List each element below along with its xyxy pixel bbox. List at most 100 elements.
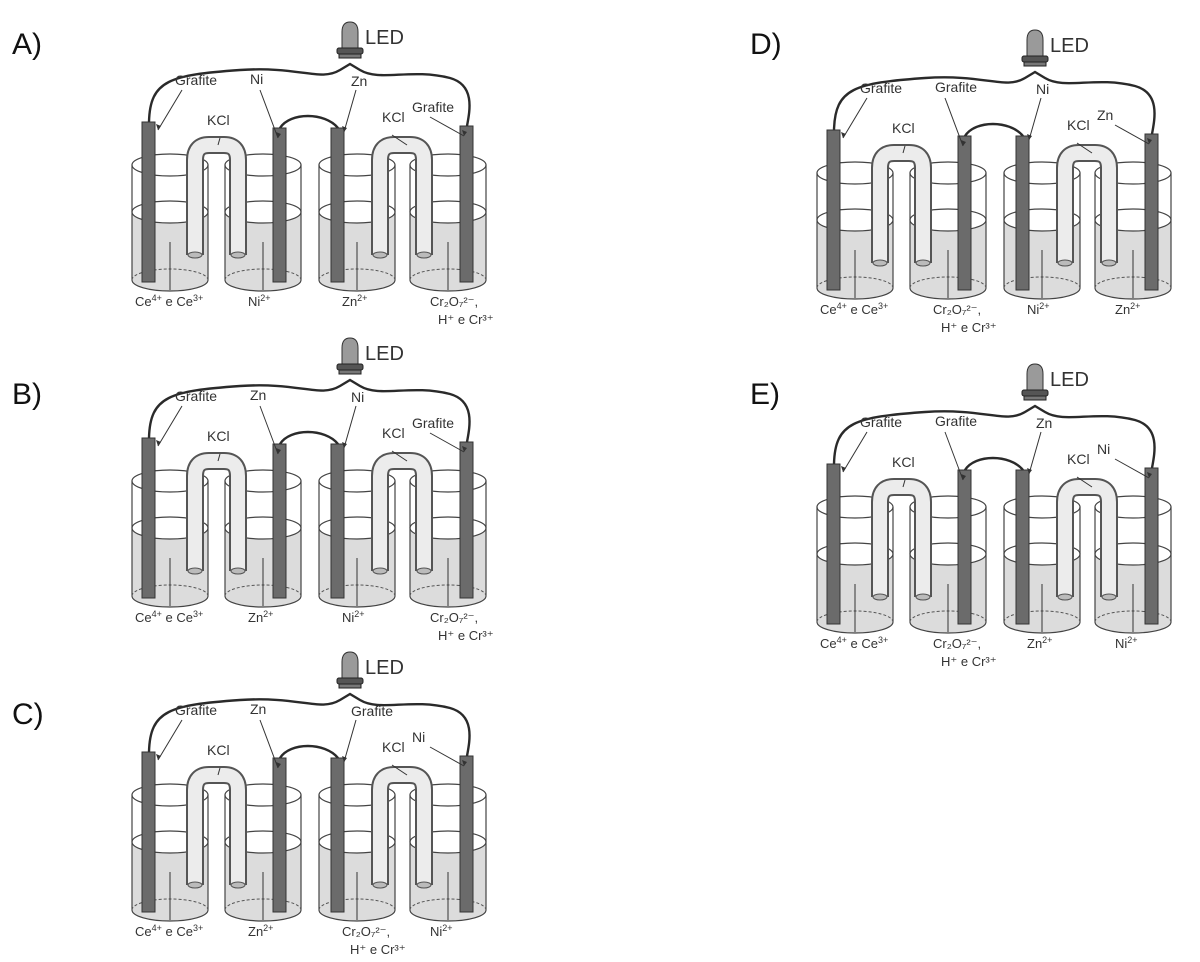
solution-label: Ce4+ e Ce3+ bbox=[135, 609, 203, 625]
led-icon bbox=[336, 21, 364, 59]
electrode bbox=[826, 463, 841, 625]
salt-bridge-label: KCl bbox=[1067, 451, 1090, 467]
solution-label: Cr₂O₇²⁻, bbox=[430, 610, 478, 625]
solution-label: Zn2+ bbox=[248, 609, 273, 625]
option-letter: E) bbox=[750, 378, 780, 411]
salt-bridge bbox=[186, 452, 247, 575]
solution-label: Ni2+ bbox=[1027, 301, 1050, 317]
solution-label-line2: H⁺ e Cr³⁺ bbox=[941, 320, 997, 335]
external-wire bbox=[832, 404, 1156, 469]
external-wire bbox=[147, 378, 471, 443]
led-icon bbox=[336, 651, 364, 689]
solution-label: Cr₂O₇²⁻, bbox=[933, 302, 981, 317]
connecting-wire bbox=[278, 114, 339, 129]
electrode bbox=[141, 121, 156, 283]
salt-bridge-label: KCl bbox=[892, 454, 915, 470]
salt-bridge bbox=[871, 478, 932, 601]
electrode bbox=[330, 757, 345, 913]
solution-label: Zn2+ bbox=[1115, 301, 1140, 317]
solution-label: Ce4+ e Ce3+ bbox=[820, 301, 888, 317]
electrode bbox=[141, 437, 156, 599]
salt-bridge-label: KCl bbox=[892, 120, 915, 136]
electrode bbox=[957, 135, 972, 291]
connecting-wire bbox=[278, 430, 339, 445]
salt-bridge bbox=[1056, 478, 1118, 601]
electrode bbox=[1015, 135, 1030, 291]
solution-label: Ce4+ e Ce3+ bbox=[135, 923, 203, 939]
electrode-label: Zn bbox=[250, 701, 266, 717]
electrode bbox=[459, 441, 474, 599]
led-icon bbox=[336, 337, 364, 375]
external-wire bbox=[147, 692, 471, 757]
salt-bridge-label: KCl bbox=[207, 112, 230, 128]
led-label: LED bbox=[365, 343, 404, 365]
option-letter: B) bbox=[12, 378, 42, 411]
electrode bbox=[1015, 469, 1030, 625]
electrode-label: Grafite bbox=[935, 79, 977, 95]
solution-label: Zn2+ bbox=[342, 293, 367, 309]
salt-bridge-label: KCl bbox=[382, 109, 405, 125]
electrode-label: Zn bbox=[1036, 415, 1052, 431]
solution-label: Ni2+ bbox=[342, 609, 365, 625]
electrode-label: Zn bbox=[1097, 107, 1113, 123]
option-letter: A) bbox=[12, 28, 42, 61]
salt-bridge bbox=[371, 136, 433, 259]
option-letter: D) bbox=[750, 28, 782, 61]
electrode bbox=[1144, 467, 1159, 625]
salt-bridge-label: KCl bbox=[207, 742, 230, 758]
electrode-label: Ni bbox=[412, 729, 425, 745]
solution-label: Ni2+ bbox=[430, 923, 453, 939]
electrode bbox=[957, 469, 972, 625]
salt-bridge bbox=[186, 136, 247, 259]
salt-bridge bbox=[371, 452, 433, 575]
salt-bridge-label: KCl bbox=[207, 428, 230, 444]
electrode-label: Grafite bbox=[175, 388, 217, 404]
solution-label-line2: H⁺ e Cr³⁺ bbox=[438, 628, 494, 643]
connecting-wire bbox=[963, 456, 1024, 471]
solution-label: Ce4+ e Ce3+ bbox=[820, 635, 888, 651]
electrode bbox=[141, 751, 156, 913]
electrode-label: Zn bbox=[351, 73, 367, 89]
electrode-label: Zn bbox=[250, 387, 266, 403]
salt-bridge bbox=[871, 144, 932, 267]
electrode-label: Grafite bbox=[860, 414, 902, 430]
electrode-label: Grafite bbox=[860, 80, 902, 96]
electrode bbox=[459, 755, 474, 913]
salt-bridge bbox=[186, 766, 247, 889]
salt-bridge-label: KCl bbox=[1067, 117, 1090, 133]
electrode-label: Ni bbox=[1097, 441, 1110, 457]
solution-label: Ni2+ bbox=[248, 293, 271, 309]
external-wire bbox=[832, 70, 1156, 135]
solution-label: Cr₂O₇²⁻, bbox=[342, 924, 390, 939]
led-icon bbox=[1021, 29, 1049, 67]
salt-bridge-label: KCl bbox=[382, 739, 405, 755]
electrode bbox=[272, 127, 287, 283]
electrode bbox=[826, 129, 841, 291]
solution-label: Zn2+ bbox=[248, 923, 273, 939]
electrode-label: Grafite bbox=[175, 72, 217, 88]
led-label: LED bbox=[1050, 35, 1089, 57]
solution-label-line2: H⁺ e Cr³⁺ bbox=[350, 942, 406, 957]
electrode-label: Grafite bbox=[935, 413, 977, 429]
solution-label: Cr₂O₇²⁻, bbox=[933, 636, 981, 651]
electrode bbox=[459, 125, 474, 283]
led-label: LED bbox=[1050, 369, 1089, 391]
electrode-label: Ni bbox=[1036, 81, 1049, 97]
connecting-wire bbox=[963, 122, 1024, 137]
electrode bbox=[330, 443, 345, 599]
electrode-label: Ni bbox=[351, 389, 364, 405]
electrode-label: Grafite bbox=[351, 703, 393, 719]
electrode bbox=[330, 127, 345, 283]
option-letter: C) bbox=[12, 698, 44, 731]
electrode-label: Ni bbox=[250, 71, 263, 87]
solution-label: Zn2+ bbox=[1027, 635, 1052, 651]
salt-bridge-label: KCl bbox=[382, 425, 405, 441]
led-label: LED bbox=[365, 657, 404, 679]
electrode bbox=[272, 757, 287, 913]
led-label: LED bbox=[365, 27, 404, 49]
solution-label: Ni2+ bbox=[1115, 635, 1138, 651]
electrode-label: Grafite bbox=[175, 702, 217, 718]
